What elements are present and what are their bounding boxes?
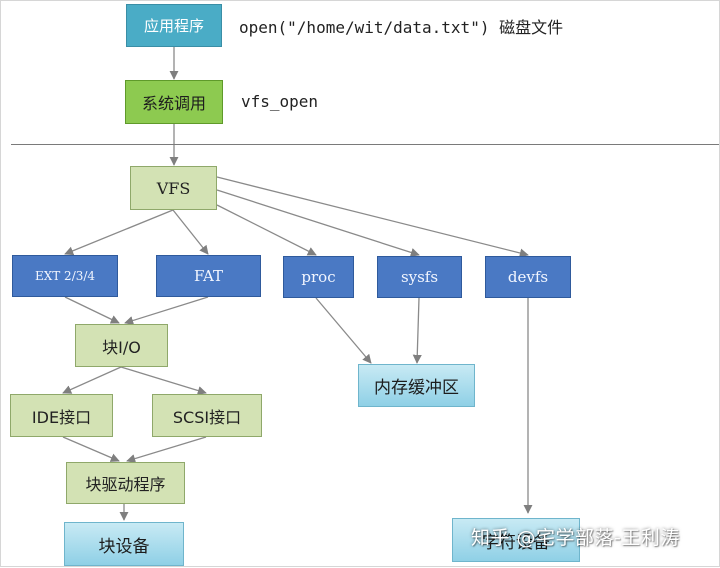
sysfs-label: sysfs — [400, 268, 439, 286]
open-call-note: open("/home/wit/data.txt") 磁盘文件 — [239, 18, 564, 37]
fat-fs-box: FAT — [156, 255, 261, 297]
proc-fs-label: proc — [301, 268, 336, 286]
ide-interface-box: IDE接口 — [10, 394, 113, 437]
ide-interface-label: IDE接口 — [31, 407, 92, 427]
vfs-label: VFS — [156, 178, 191, 198]
memory-buffer-label: 内存缓冲区 — [374, 378, 459, 398]
arrow-vfs-to-ext — [64, 209, 174, 256]
zhihu-watermark: 知乎 @宅学部落-王利涛 — [471, 527, 680, 549]
sysfs-box: sysfs — [377, 256, 462, 298]
arrow-sysfs-to-buffer — [412, 297, 422, 364]
char-device-box: 字符设备 — [452, 518, 580, 562]
devfs-box: devfs — [485, 256, 571, 298]
block-device-box: 块设备 — [64, 522, 184, 566]
arrow-ext-to-blockio — [64, 296, 120, 324]
arrow-fat-to-blockio — [124, 296, 209, 325]
vfs-open-note: vfs_open — [241, 92, 319, 111]
devfs-label: devfs — [507, 268, 549, 286]
arrow-blockio-to-scsi — [120, 366, 207, 395]
vfs-box: VFS — [130, 166, 217, 210]
memory-buffer-box: 内存缓冲区 — [358, 364, 475, 407]
arrow-proc-to-buffer — [315, 297, 372, 364]
arrow-vfs-to-fat — [172, 209, 209, 255]
syscall-label: 系统调用 — [141, 94, 206, 113]
arrow-vfs-to-proc — [216, 204, 317, 256]
fat-fs-label: FAT — [193, 267, 224, 285]
ext-fs-label: EXT 2/3/4 — [34, 269, 96, 283]
scsi-interface-label: SCSI接口 — [172, 407, 242, 427]
block-io-label: 块I/O — [102, 337, 141, 357]
ext-fs-box: EXT 2/3/4 — [12, 255, 118, 297]
arrow-blockio-to-ide — [62, 366, 122, 394]
app-program-box: 应用程序 — [126, 4, 222, 47]
kernel-user-separator — [11, 144, 719, 145]
proc-fs-box: proc — [283, 256, 354, 298]
arrow-scsi-to-driver — [126, 436, 207, 463]
block-driver-label: 块驱动程序 — [85, 475, 166, 494]
arrow-ide-to-driver — [62, 436, 120, 462]
syscall-box: 系统调用 — [125, 80, 223, 124]
block-driver-box: 块驱动程序 — [66, 462, 185, 504]
char-device-label: 字符设备 — [482, 532, 550, 553]
arrow-vfs-to-devfs — [216, 176, 529, 258]
app-program-label: 应用程序 — [143, 17, 204, 35]
block-device-label: 块设备 — [98, 536, 150, 557]
arrow-vfs-to-sysfs — [216, 189, 420, 257]
scsi-interface-box: SCSI接口 — [152, 394, 262, 437]
block-io-box: 块I/O — [75, 324, 168, 367]
